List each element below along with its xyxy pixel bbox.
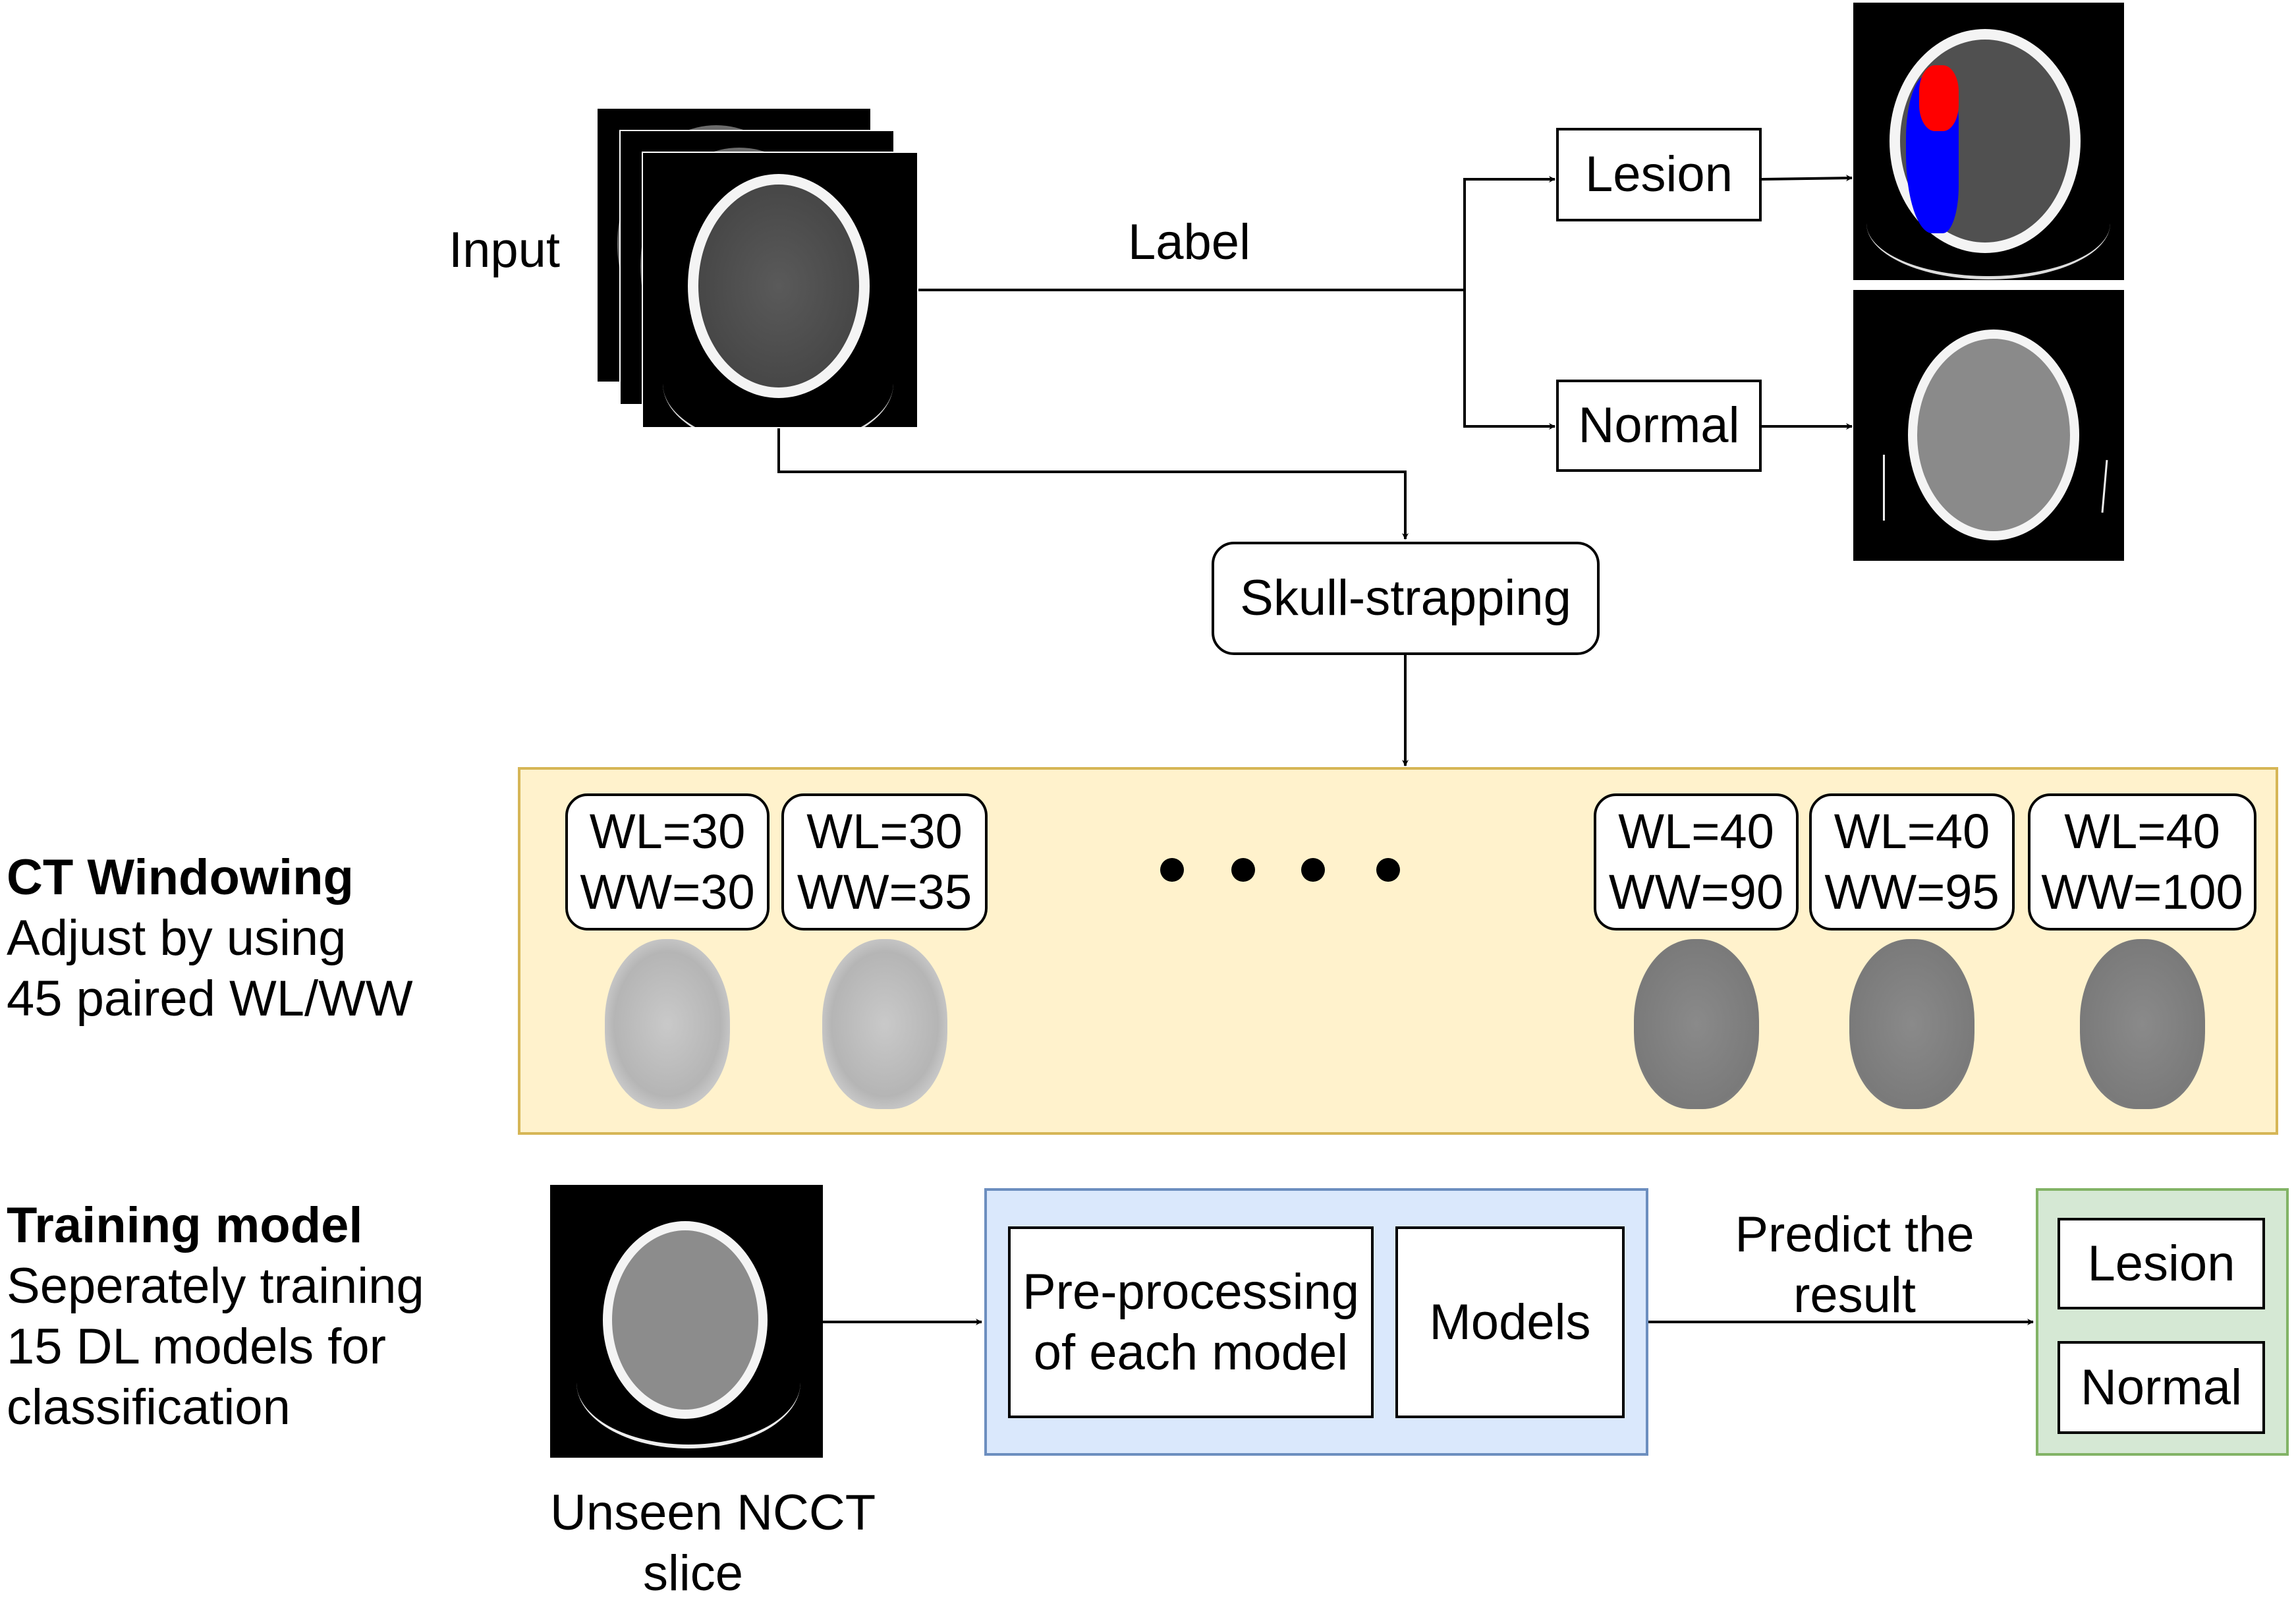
window-level: WL=40 bbox=[1834, 804, 1990, 859]
output-normal-box: Normal bbox=[2058, 1341, 2265, 1434]
window-level: WL=30 bbox=[806, 804, 963, 859]
ellipsis-dot bbox=[1231, 858, 1255, 882]
ellipsis-dot bbox=[1376, 858, 1400, 882]
window-level: WL=40 bbox=[1618, 804, 1774, 859]
headrest-arc bbox=[576, 1317, 800, 1448]
class-box-lesion: Lesion bbox=[1556, 128, 1762, 221]
caption-line: Unseen NCCT bbox=[550, 1485, 876, 1541]
brain-shape bbox=[1908, 329, 2079, 540]
windowed-brain-thumbnail bbox=[822, 939, 947, 1109]
window-width: WW=100 bbox=[2041, 865, 2243, 919]
class-normal-label: Normal bbox=[1578, 397, 1740, 453]
skull-strip-step: Skull-strapping bbox=[1212, 542, 1600, 655]
caption-line: slice bbox=[642, 1545, 744, 1601]
normal-ct-image bbox=[1853, 290, 2124, 561]
window-level: WL=40 bbox=[2064, 804, 2220, 859]
lesion-to-image bbox=[1761, 175, 1853, 182]
windowed-brain-thumbnail bbox=[2079, 939, 2205, 1109]
preprocessing-box: Pre-processing of each model bbox=[1008, 1226, 1374, 1418]
training-description: Training model Seperately training 15 DL… bbox=[7, 1195, 424, 1438]
output-normal-label: Normal bbox=[2081, 1359, 2242, 1416]
windowed-brain-thumbnail bbox=[1849, 939, 1974, 1109]
window-width: WW=90 bbox=[1608, 865, 1784, 919]
windowed-brain-thumbnail bbox=[1633, 939, 1759, 1109]
branch-to-normal bbox=[1463, 290, 1555, 430]
windowing-desc-line: 45 paired WL/WW bbox=[7, 971, 413, 1027]
training-desc-line: classification bbox=[7, 1379, 291, 1435]
ellipsis-dot bbox=[1301, 858, 1325, 882]
windowing-title: CT Windowing bbox=[7, 849, 354, 905]
training-title: Training model bbox=[7, 1197, 363, 1253]
lesion-core-overlay bbox=[1919, 65, 1959, 131]
input-to-skull bbox=[777, 428, 1409, 540]
headrest-arc bbox=[1866, 167, 2110, 279]
predict-line: result bbox=[1793, 1267, 1916, 1323]
preprocessing-line: of each model bbox=[1033, 1324, 1349, 1381]
ellipsis-dot bbox=[1160, 858, 1184, 882]
predict-line: Predict the bbox=[1735, 1207, 1974, 1263]
models-box: Models bbox=[1395, 1226, 1625, 1418]
windowing-desc-line: Adjust by using bbox=[7, 910, 347, 966]
ruler-mark bbox=[2101, 460, 2108, 513]
label-text: Label bbox=[1128, 214, 1250, 270]
window-width: WW=35 bbox=[797, 865, 972, 919]
window-width: WW=95 bbox=[1824, 865, 2000, 919]
skull-strip-label: Skull-strapping bbox=[1240, 570, 1571, 626]
window-level: WL=30 bbox=[589, 804, 746, 859]
training-desc-line: Seperately training bbox=[7, 1258, 424, 1314]
ct-slice-front bbox=[642, 152, 918, 428]
models-label: Models bbox=[1429, 1294, 1591, 1350]
windowing-description: CT Windowing Adjust by using 45 paired W… bbox=[7, 847, 413, 1029]
output-lesion-label: Lesion bbox=[2087, 1235, 2235, 1292]
branch-to-lesion bbox=[1463, 176, 1555, 290]
ruler-mark bbox=[1883, 455, 1885, 521]
class-box-normal: Normal bbox=[1556, 380, 1762, 472]
lesion-ct-image bbox=[1853, 3, 2124, 280]
windowed-brain-thumbnail bbox=[605, 939, 730, 1109]
window-width: WW=30 bbox=[580, 865, 755, 919]
class-lesion-label: Lesion bbox=[1585, 146, 1733, 202]
unseen-ct-image bbox=[550, 1185, 823, 1458]
predict-label: Predict the result bbox=[1713, 1205, 1996, 1326]
unseen-caption: Unseen NCCT slice bbox=[550, 1483, 876, 1604]
output-lesion-box: Lesion bbox=[2058, 1218, 2265, 1309]
input-label: Input bbox=[449, 222, 561, 278]
preprocessing-line: Pre-processing bbox=[1022, 1263, 1360, 1320]
training-desc-line: 15 DL models for bbox=[7, 1319, 386, 1375]
